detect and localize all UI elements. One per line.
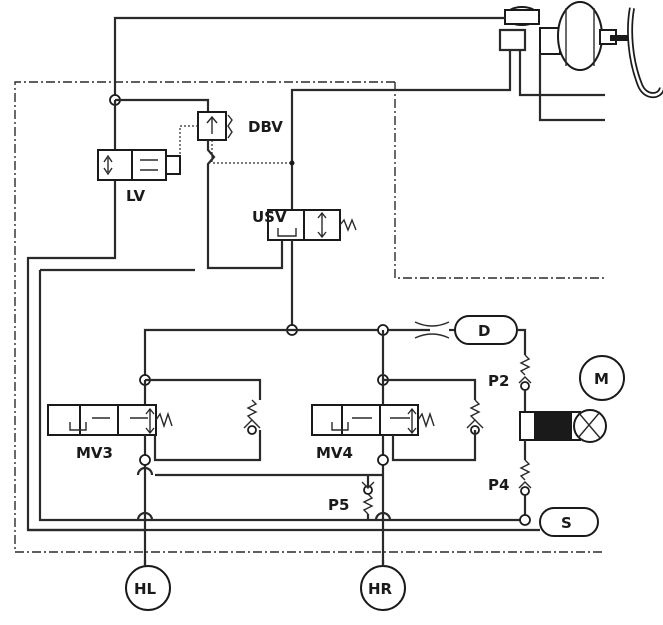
brake-booster	[557, 1, 617, 71]
pipe-damper-pump	[517, 328, 527, 355]
junction-node	[519, 514, 531, 526]
control-boundary-line	[14, 81, 605, 553]
master-cylinder	[498, 6, 561, 55]
motor	[579, 355, 625, 401]
crossover-arc	[374, 511, 392, 521]
pipe-mv4-bypass	[383, 378, 477, 400]
mv4-valve	[311, 404, 435, 436]
label-p4: P4	[488, 476, 509, 494]
label-d: D	[478, 322, 490, 340]
pipe-mv4-check	[391, 430, 477, 462]
brake-pedal	[610, 7, 663, 99]
label-lv: LV	[126, 187, 145, 205]
pilot-dbv	[179, 125, 198, 156]
p4-check-valve	[518, 459, 532, 496]
p2-check-valve	[518, 354, 532, 391]
crossover-arc	[136, 511, 154, 521]
lv-valve	[97, 149, 181, 181]
mv4-check-valve	[466, 399, 484, 435]
pump-piston	[519, 411, 581, 441]
label-usv: USV	[252, 208, 287, 226]
label-mv3: MV3	[76, 444, 113, 462]
label-hl: HL	[134, 580, 157, 598]
p5-check-valve	[361, 481, 375, 515]
control-boundary-right	[394, 82, 605, 279]
pipe-dbv-return	[206, 140, 284, 270]
label-p5: P5	[328, 496, 349, 514]
wheel-brake-hl	[125, 565, 171, 611]
junction-node	[377, 454, 389, 466]
label-dbv: DBV	[248, 118, 283, 136]
pipe-mv3-bypass	[145, 378, 262, 400]
pipe-master-top	[113, 16, 505, 100]
junction-node	[139, 454, 151, 466]
pipe-master-right-b	[538, 54, 605, 122]
pipe-mv3-check	[153, 430, 262, 462]
mv3-check-valve	[243, 399, 261, 435]
pipe-return-upper	[38, 270, 525, 522]
label-p2: P2	[488, 372, 509, 390]
pipe-master-right-a	[518, 50, 605, 97]
pipe-lv-out	[26, 180, 145, 532]
pilot-dbv-usv	[211, 140, 293, 176]
label-hr: HR	[368, 580, 393, 598]
pipe-lv-dbv	[115, 98, 210, 112]
reservoir-s	[539, 507, 599, 537]
throttle-symbol	[414, 321, 450, 339]
dbv-valve	[197, 111, 233, 141]
usv-valve	[267, 209, 357, 241]
crossover-arc	[136, 466, 154, 476]
pump-eccentric	[573, 409, 607, 443]
pipe-main-manifold	[143, 328, 430, 380]
pipe-master-usv	[290, 50, 512, 165]
label-s: S	[561, 514, 572, 532]
pilot-node	[289, 160, 295, 166]
label-mv4: MV4	[316, 444, 353, 462]
mv3-valve	[47, 404, 173, 436]
label-m: M	[594, 370, 609, 388]
